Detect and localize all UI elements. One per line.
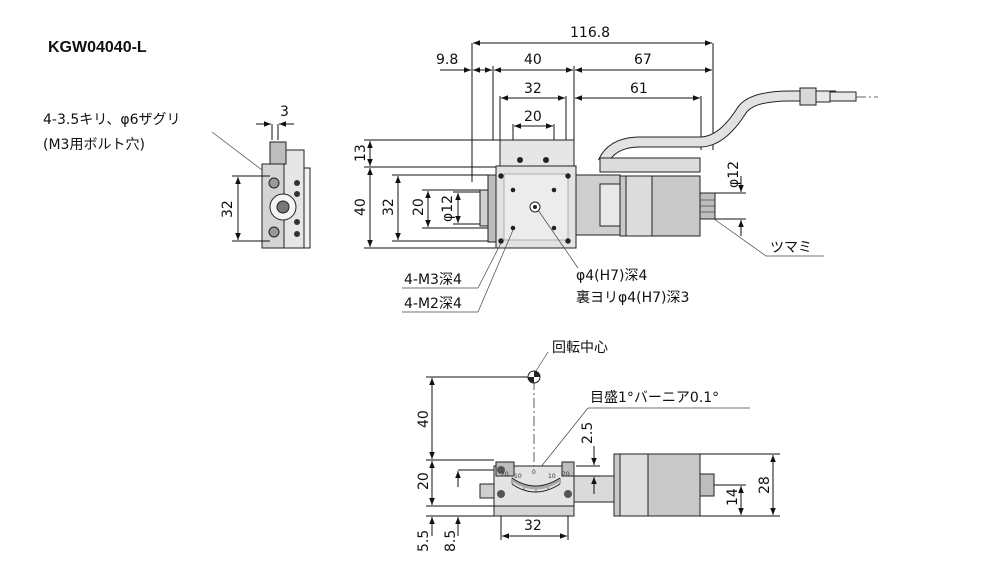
side-screw-hole: [294, 219, 300, 225]
dim-motor-inner: 61: [630, 81, 648, 97]
side-screw-hole: [294, 231, 300, 237]
scale-mark: 10: [514, 473, 522, 480]
front-dim-v8-5: 8.5: [443, 530, 459, 552]
knob-leader: [713, 218, 767, 257]
dim-offset: 9.8: [436, 52, 458, 68]
dim-v32: 32: [381, 198, 397, 216]
rotation-center-mark-q3: [528, 377, 534, 383]
front-hole: [564, 490, 572, 498]
front-hole: [497, 490, 505, 498]
side-dim-width: 3: [280, 104, 289, 120]
scale-mark: 20: [562, 471, 570, 478]
front-view: 回転中心 目盛1°バーニア0.1° 40 20 5.5 8.5 20 10 0: [416, 340, 780, 552]
scale-mark: 10: [548, 473, 556, 480]
model-title: KGW04040-L: [48, 39, 147, 56]
front-dim-28: 28: [757, 476, 773, 494]
side-counterbore-hole: [268, 177, 280, 189]
vernier-arc: [511, 477, 561, 487]
cable-fill: [598, 91, 836, 165]
cable-guide: [599, 157, 701, 173]
side-note-line1: 4-3.5キリ、φ6ザグリ: [43, 112, 181, 128]
pin-hole-center: [533, 205, 537, 209]
label-pin1: φ4(H7)深4: [576, 268, 648, 284]
front-dim-v5-5: 5.5: [416, 530, 432, 552]
dim-holes-inner: 20: [524, 109, 542, 125]
motor-band: [625, 175, 653, 237]
scale-mark: 0: [532, 469, 536, 476]
label-knob: ツマミ: [770, 240, 812, 256]
dim-v20: 20: [411, 198, 427, 216]
front-dim-v40: 40: [416, 410, 432, 428]
m3-hole: [498, 173, 504, 179]
side-dim-height: 32: [220, 200, 236, 218]
side-screw-hole: [294, 191, 300, 197]
front-clamp: [561, 461, 575, 477]
scale-leader: [539, 407, 589, 469]
cable-connector-tip: [829, 91, 857, 102]
label-pin2: 裏ヨリφ4(H7)深3: [576, 289, 689, 306]
m2-hole: [551, 225, 557, 231]
top-hole: [543, 157, 549, 163]
dim-motor: 67: [634, 52, 652, 68]
side-top-clamp: [269, 141, 287, 165]
label-m2: 4-M2深4: [404, 296, 462, 312]
dim-v13: 13: [353, 144, 369, 162]
side-counterbore-hole: [268, 226, 280, 238]
vernier-ticks: [511, 478, 561, 492]
front-hole: [497, 466, 505, 474]
rotation-center-mark-q1: [534, 371, 540, 377]
label-center: 回転中心: [552, 340, 608, 356]
top-view: 116.8 9.8 40 67 32 61 20 13 40 32 20: [353, 25, 878, 313]
top-hole: [517, 157, 523, 163]
front-dim-v20: 20: [416, 472, 432, 490]
front-dim-14: 14: [725, 488, 741, 506]
front-dim-32: 32: [524, 518, 542, 534]
dim-phi12-left: φ12: [440, 195, 456, 222]
m2-hole: [510, 187, 516, 193]
label-m3: 4-M3深4: [404, 272, 462, 288]
scale-mark: 20: [501, 471, 509, 478]
dim-overall: 116.8: [570, 25, 610, 41]
front-knob: [699, 473, 715, 497]
center-leader: [535, 351, 549, 372]
m3-hole: [498, 238, 504, 244]
label-scale: 目盛1°バーニア0.1°: [590, 390, 719, 406]
drive-coupling: [599, 183, 623, 227]
cable: [597, 90, 836, 165]
m3-leader: [477, 242, 502, 289]
front-base: [493, 505, 575, 517]
side-rim: [303, 167, 311, 249]
side-view: 4-3.5キリ、φ6ザグリ (M3用ボルト穴) 3 32: [43, 104, 311, 249]
side-note-leader: [211, 131, 267, 174]
cable-connector: [799, 87, 817, 106]
m3-hole: [565, 173, 571, 179]
side-note-line2: (M3用ボルト穴): [43, 137, 145, 153]
front-motor-band: [619, 453, 649, 517]
front-left-knob: [479, 483, 495, 499]
dim-phi12-right: φ12: [726, 161, 742, 188]
m3-hole: [565, 238, 571, 244]
cable-connector: [815, 90, 831, 103]
m2-leader: [477, 229, 514, 313]
m2-hole: [510, 225, 516, 231]
vernier-arc: [511, 483, 561, 493]
dim-v40: 40: [353, 198, 369, 216]
side-screw-hole: [294, 180, 300, 186]
dim-holes-outer: 32: [524, 81, 542, 97]
pin-leader: [537, 209, 579, 269]
front-dim-2-5: 2.5: [580, 422, 596, 444]
side-center-hole: [276, 200, 290, 214]
m2-hole: [551, 187, 557, 193]
dim-stage: 40: [524, 52, 542, 68]
